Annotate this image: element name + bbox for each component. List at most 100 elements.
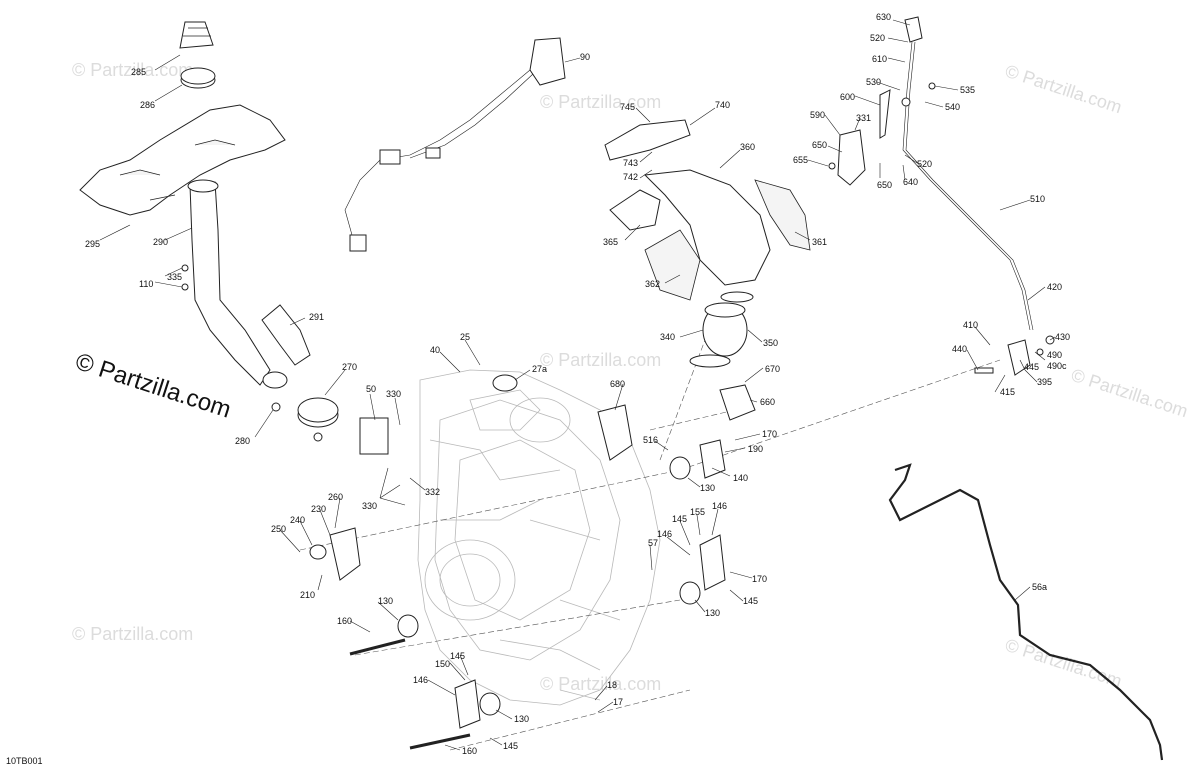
callout-540: 540 — [945, 102, 960, 112]
shift-linkage — [828, 16, 1055, 376]
watermark: © Partzilla.com — [540, 350, 661, 370]
callout-25: 25 — [460, 332, 470, 342]
callout-130: 130 — [514, 714, 529, 724]
callout-90: 90 — [580, 52, 590, 62]
callout-361: 361 — [812, 237, 827, 247]
callout-155: 155 — [690, 507, 705, 517]
callout-140: 140 — [733, 473, 748, 483]
callout-535: 535 — [960, 85, 975, 95]
callout-630: 630 — [876, 12, 891, 22]
callout-395: 395 — [1037, 377, 1052, 387]
callout-291: 291 — [309, 312, 324, 322]
engine-block-outline — [417, 369, 661, 706]
callout-330: 330 — [362, 501, 377, 511]
hose-56a — [888, 463, 1164, 761]
watermark: © Partzilla.com — [1003, 635, 1125, 692]
callout-440: 440 — [952, 344, 967, 354]
callout-742: 742 — [623, 172, 638, 182]
callout-520: 520 — [870, 33, 885, 43]
callout-490: 490 — [1047, 350, 1062, 360]
callout-286: 286 — [140, 100, 155, 110]
callout-145: 145 — [672, 514, 687, 524]
callout-130: 130 — [378, 596, 393, 606]
callout-240: 240 — [290, 515, 305, 525]
callout-740: 740 — [715, 100, 730, 110]
callout-190: 190 — [748, 444, 763, 454]
callout-160: 160 — [337, 616, 352, 626]
callout-260: 260 — [328, 492, 343, 502]
callout-410: 410 — [963, 320, 978, 330]
callout-270: 270 — [342, 362, 357, 372]
callout-445: 445 — [1024, 362, 1039, 372]
callout-50: 50 — [366, 384, 376, 394]
callout-420: 420 — [1047, 282, 1062, 292]
callout-331: 331 — [856, 113, 871, 123]
callout-56a: 56a — [1032, 582, 1047, 592]
alignment-lines — [299, 299, 1001, 751]
callout-230: 230 — [311, 504, 326, 514]
callout-57: 57 — [648, 538, 658, 548]
callout-650: 650 — [877, 180, 892, 190]
callout-350: 350 — [763, 338, 778, 348]
callout-490c: 490c — [1047, 361, 1067, 371]
callout-250: 250 — [271, 524, 286, 534]
callout-362: 362 — [645, 279, 660, 289]
callout-145: 145 — [743, 596, 758, 606]
callout-160: 160 — [462, 746, 477, 756]
callout-150: 150 — [435, 659, 450, 669]
callout-332: 332 — [425, 487, 440, 497]
callout-145: 145 — [503, 741, 518, 751]
callout-655: 655 — [793, 155, 808, 165]
watermark: © Partzilla.com — [540, 674, 661, 694]
watermark: © Partzilla.com — [72, 624, 193, 644]
callout-285: 285 — [131, 67, 146, 77]
callout-145: 145 — [450, 651, 465, 661]
callout-17: 17 — [613, 697, 623, 707]
callout-130: 130 — [700, 483, 715, 493]
callout-600: 600 — [840, 92, 855, 102]
callout-516: 516 — [643, 435, 658, 445]
callout-510: 510 — [1030, 194, 1045, 204]
callout-330: 330 — [386, 389, 401, 399]
callout-640: 640 — [903, 177, 918, 187]
callout-680: 680 — [610, 379, 625, 389]
callout-146: 146 — [712, 501, 727, 511]
callout-743: 743 — [623, 158, 638, 168]
callout-660: 660 — [760, 397, 775, 407]
callout-520: 520 — [917, 159, 932, 169]
intake-assembly — [79, 21, 339, 442]
watermark: © Partzilla.com — [540, 92, 661, 112]
callout-40: 40 — [430, 345, 440, 355]
callout-210: 210 — [300, 590, 315, 600]
callout-110: 110 — [139, 279, 153, 289]
callout-360: 360 — [740, 142, 755, 152]
callout-415: 415 — [1000, 387, 1015, 397]
wiring-harness — [344, 37, 566, 252]
callout-146: 146 — [657, 529, 672, 539]
callout-335: 335 — [167, 272, 182, 282]
callout-430: 430 — [1055, 332, 1070, 342]
callout-590: 590 — [810, 110, 825, 120]
callout-670: 670 — [765, 364, 780, 374]
watermark: © Partzilla.com — [1069, 365, 1191, 422]
callout-340: 340 — [660, 332, 675, 342]
callout-290: 290 — [153, 237, 168, 247]
brand-label: © Partzilla.com — [72, 348, 234, 424]
diagram-code: 10TB001 — [6, 756, 43, 766]
callout-365: 365 — [603, 237, 618, 247]
callout-295: 295 — [85, 239, 100, 249]
callout-labels: 285 286 295 290 335 110 291 270 280 25 4… — [85, 12, 1070, 756]
callout-130: 130 — [705, 608, 720, 618]
callout-170: 170 — [752, 574, 767, 584]
watermark: © Partzilla.com — [1003, 61, 1125, 118]
callout-610: 610 — [872, 54, 887, 64]
callout-170: 170 — [762, 429, 777, 439]
callout-530: 530 — [866, 77, 881, 87]
callout-146: 146 — [413, 675, 428, 685]
callout-650: 650 — [812, 140, 827, 150]
callout-280: 280 — [235, 436, 250, 446]
callout-18: 18 — [607, 680, 617, 690]
callout-27a: 27a — [532, 364, 547, 374]
callout-745: 745 — [620, 102, 635, 112]
